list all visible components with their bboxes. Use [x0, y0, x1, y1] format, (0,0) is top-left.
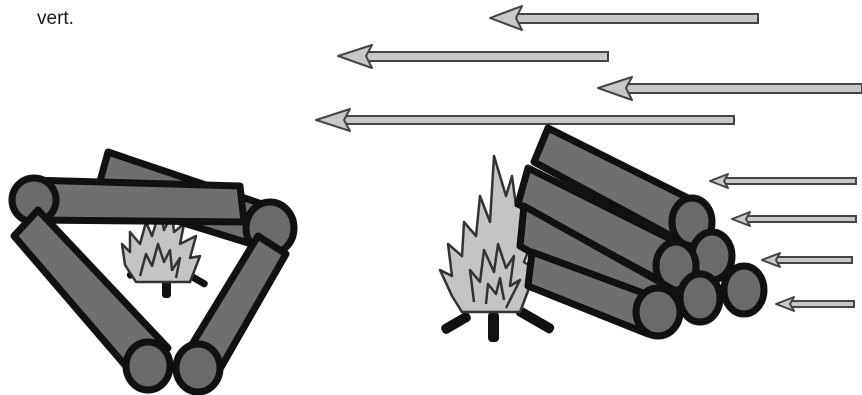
log-right	[172, 232, 290, 395]
right-fire-sticks	[441, 306, 555, 342]
log-stack	[514, 124, 768, 340]
caption-text: vert.	[37, 8, 74, 29]
wind-arrow-3	[597, 76, 862, 101]
log-triangle	[8, 148, 298, 395]
log-top-left	[8, 174, 248, 226]
log-left	[10, 206, 174, 394]
wind-arrow-7	[761, 252, 853, 268]
wind-arrow-5	[709, 173, 857, 189]
wind-arrow-6	[731, 211, 857, 227]
wind-arrow-2	[337, 44, 609, 69]
wind-arrow-4	[315, 108, 735, 132]
wind-arrow-8	[775, 296, 855, 312]
log-stack-bottom	[524, 248, 684, 340]
wind-arrows	[315, 5, 862, 312]
wind-arrow-1	[489, 5, 759, 31]
